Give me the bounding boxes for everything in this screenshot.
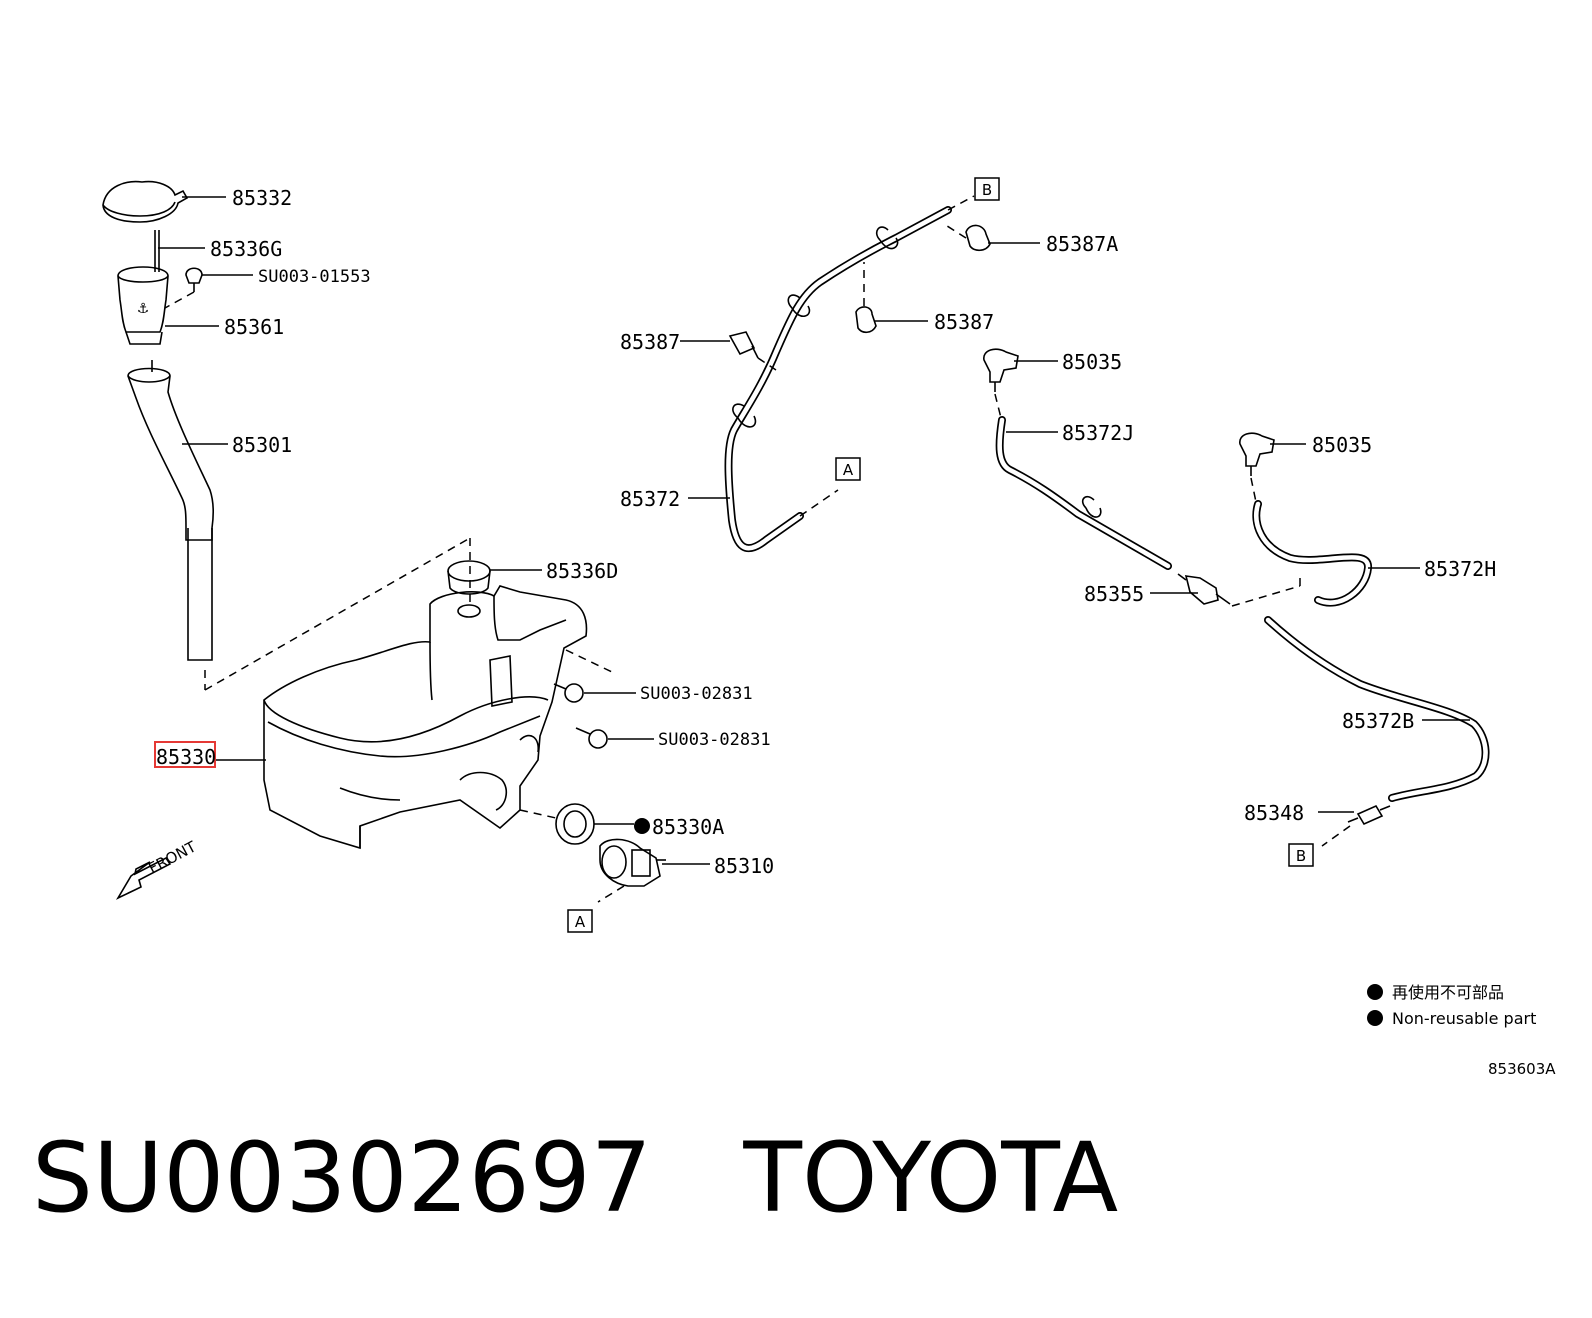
label-su003-02831-b: SU003-02831 bbox=[658, 730, 771, 750]
label-85301: 85301 bbox=[232, 433, 292, 457]
label-85355: 85355 bbox=[1084, 582, 1144, 606]
non-reusable-marker-85330A bbox=[634, 818, 650, 834]
connector-b-top: B bbox=[974, 177, 1000, 201]
strap-85336G bbox=[154, 230, 160, 272]
dash-85348-b bbox=[1321, 825, 1351, 847]
hose-85372H bbox=[1252, 500, 1372, 607]
connector-b-top-text: B bbox=[982, 181, 992, 199]
pump-85310 bbox=[599, 838, 666, 887]
legend-line-1: 再使用不可部品 bbox=[1392, 983, 1504, 1002]
grommet-85330A bbox=[555, 803, 595, 845]
connector-a-mid: A bbox=[835, 457, 861, 481]
clip-su003-01553 bbox=[185, 267, 203, 292]
legend-line-2: Non-reusable part bbox=[1392, 1009, 1536, 1028]
dash-bolt-a bbox=[565, 649, 613, 673]
connector-a-mid-text: A bbox=[843, 461, 854, 479]
label-su003-01553: SU003-01553 bbox=[258, 267, 371, 287]
label-85336D: 85336D bbox=[546, 559, 618, 583]
filler-pipe-85301 bbox=[127, 360, 215, 661]
hose-85372 bbox=[724, 206, 952, 553]
clip-85387A bbox=[965, 224, 991, 252]
connector-a-bottom-text: A bbox=[575, 913, 586, 931]
legend: 再使用不可部品 Non-reusable part bbox=[1367, 983, 1536, 1028]
label-su003-02831-a: SU003-02831 bbox=[640, 684, 753, 704]
label-85372: 85372 bbox=[620, 487, 680, 511]
reference-code: 853603A bbox=[1488, 1060, 1556, 1078]
front-arrow: FRONT bbox=[115, 837, 200, 900]
label-85372H: 85372H bbox=[1424, 557, 1496, 581]
clip-85387-left bbox=[728, 331, 759, 359]
footer-part-number: SU00302697 bbox=[32, 1122, 652, 1234]
label-85330: 85330 bbox=[156, 745, 216, 769]
dash-clip-85387A bbox=[943, 223, 967, 239]
label-85035-b: 85035 bbox=[1312, 433, 1372, 457]
legend-bullet-2 bbox=[1367, 1010, 1383, 1026]
label-85332: 85332 bbox=[232, 186, 292, 210]
label-85336G: 85336G bbox=[210, 237, 282, 261]
front-text: FRONT bbox=[145, 837, 199, 877]
footer-brand: TOYOTA bbox=[743, 1122, 1119, 1234]
connector-85348 bbox=[1347, 804, 1391, 826]
washer-tank-85330 bbox=[263, 585, 588, 850]
label-85310: 85310 bbox=[714, 854, 774, 878]
dash-grommet bbox=[519, 809, 557, 819]
hose-85372J bbox=[995, 416, 1172, 570]
label-85387-right: 85387 bbox=[934, 310, 994, 334]
label-85035-a: 85035 bbox=[1062, 350, 1122, 374]
label-85361: 85361 bbox=[224, 315, 284, 339]
highlight-85330 bbox=[154, 741, 216, 768]
dash-hose-a bbox=[799, 489, 839, 517]
grommet-85336D bbox=[447, 560, 491, 618]
connector-a-bottom: A bbox=[567, 909, 593, 933]
inlet-85361: ⚓ bbox=[117, 266, 169, 345]
bolt-su003-02831-b bbox=[575, 727, 608, 749]
nozzle-85035-b bbox=[1239, 432, 1275, 476]
dash-clip bbox=[164, 291, 195, 309]
connector-b-bottom: B bbox=[1288, 843, 1314, 867]
dash-nozzle-a bbox=[994, 393, 1002, 419]
footer-title: SU00302697 TOYOTA bbox=[32, 1130, 1118, 1226]
label-85330A: 85330A bbox=[652, 815, 724, 839]
label-85348: 85348 bbox=[1244, 801, 1304, 825]
legend-bullet-1 bbox=[1367, 984, 1383, 1000]
bolt-su003-02831-a bbox=[553, 683, 584, 703]
dash-hose-b bbox=[947, 195, 975, 211]
nozzle-85035-a bbox=[983, 348, 1019, 392]
clip-85387-right bbox=[855, 306, 877, 334]
label-85372J: 85372J bbox=[1062, 421, 1134, 445]
label-85372B: 85372B bbox=[1342, 709, 1414, 733]
label-85387-left: 85387 bbox=[620, 330, 680, 354]
dash-pump-a bbox=[597, 885, 625, 903]
connector-b-bottom-text: B bbox=[1296, 847, 1306, 865]
dash-clip-85387-left bbox=[757, 357, 777, 371]
dash-nozzle-b bbox=[1250, 477, 1257, 503]
dash-valve bbox=[1231, 585, 1301, 607]
label-85387A: 85387A bbox=[1046, 232, 1118, 256]
filler-cap-85332 bbox=[102, 180, 189, 223]
svg-text:⚓: ⚓ bbox=[138, 298, 148, 318]
valve-85355 bbox=[1177, 573, 1231, 605]
dash-pipe-tank-2 bbox=[204, 537, 471, 691]
